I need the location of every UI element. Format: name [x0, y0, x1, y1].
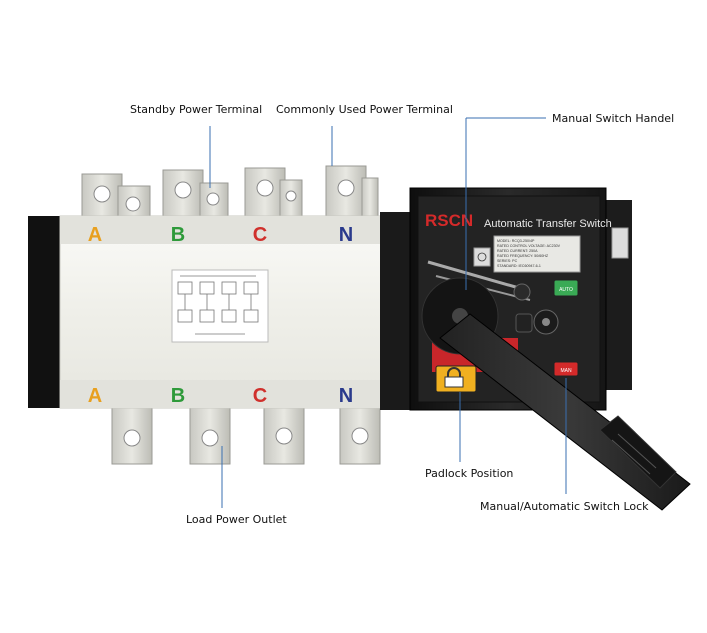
- phase-label-bottom-a: A: [88, 385, 102, 407]
- callout-common-power-terminal: Commonly Used Power Terminal: [276, 103, 453, 116]
- phase-label-bottom-c: C: [253, 385, 267, 407]
- callout-switch-lock: Manual/Automatic Switch Lock: [480, 500, 649, 513]
- device-title: Automatic Transfer Switch: [484, 218, 612, 230]
- phase-label-top-c: C: [253, 224, 267, 246]
- plate-line-5: SERIES: PC: [497, 259, 518, 263]
- top-terminals: [81, 165, 379, 221]
- callout-standby-power-terminal: Standby Power Terminal: [130, 103, 263, 116]
- plate-line-2: RATED CONTROL VOLTAGE: AC230V: [497, 244, 561, 248]
- phase-label-top-n: N: [339, 224, 353, 246]
- phase-label-top-b: B: [171, 224, 185, 246]
- auto-button[interactable]: AUTO: [553, 279, 579, 297]
- bottom-phase-strip: [60, 380, 390, 408]
- plate-line-4: RATED FREQUENCY: 50/60HZ: [497, 254, 549, 258]
- bottom-terminals: [111, 405, 381, 465]
- padlock-slot-icon[interactable]: [435, 365, 477, 393]
- manual-button-label: MAN: [560, 368, 572, 374]
- plate-line-6: STANDARD: IEC60947-6-1: [497, 264, 541, 268]
- rating-plate: MODEL: RCQ3-250/4P RATED CONTROL VOLTAGE…: [493, 235, 581, 273]
- plate-line-1: MODEL: RCQ3-250/4P: [497, 239, 535, 243]
- circuit-symbol-icon: [473, 247, 491, 267]
- phase-label-top-a: A: [88, 224, 102, 246]
- callout-load-power-outlet: Load Power Outlet: [186, 513, 287, 526]
- wiring-diagram-sticker: [171, 269, 269, 343]
- callout-padlock-position: Padlock Position: [425, 467, 514, 480]
- auto-button-label: AUTO: [559, 287, 573, 293]
- phase-label-bottom-n: N: [339, 385, 353, 407]
- manual-switch-handle[interactable]: [421, 277, 691, 511]
- brand-logo: RSCN: [425, 211, 473, 230]
- phase-label-bottom-b: B: [171, 385, 185, 407]
- callout-manual-switch-handle: Manual Switch Handel: [552, 112, 675, 125]
- top-phase-strip: [60, 216, 390, 244]
- manual-button[interactable]: MAN: [553, 361, 579, 377]
- callout-leader-lines: [209, 117, 567, 508]
- plate-line-3: RATED CURRENT: 250A: [497, 249, 538, 253]
